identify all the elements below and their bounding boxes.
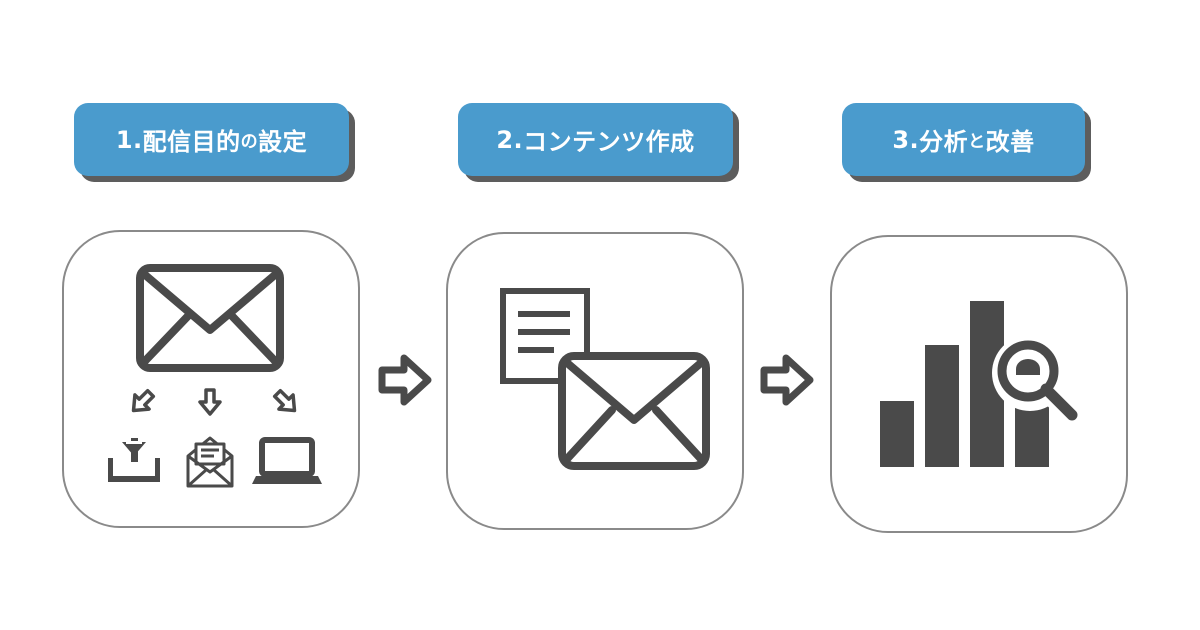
right-arrow-icon bbox=[378, 354, 432, 406]
step-1-number: 1. bbox=[115, 125, 143, 154]
step-1-particle: の bbox=[240, 132, 259, 152]
step-1-tail: 設定 bbox=[258, 128, 308, 156]
step-3-particle: と bbox=[968, 132, 986, 152]
arrow-down-right-icon bbox=[272, 388, 297, 413]
step-1-illustration bbox=[108, 264, 322, 488]
step-2-label: 2.コンテンツ作成 bbox=[458, 103, 733, 176]
step-2-number: 2. bbox=[496, 125, 524, 154]
step-2-illustration bbox=[500, 288, 710, 470]
step-1-text: 配信目的 bbox=[142, 128, 241, 156]
step-1-label: 1.配信目的の設定 bbox=[74, 103, 349, 176]
step-3-number: 3. bbox=[892, 125, 920, 154]
step-3-text: 分析 bbox=[919, 128, 969, 156]
step-2-card bbox=[446, 232, 744, 530]
envelope-icon bbox=[558, 352, 710, 470]
laptop-icon bbox=[252, 437, 322, 484]
step-3-card bbox=[830, 235, 1128, 533]
open-mail-icon bbox=[186, 436, 234, 488]
right-arrow-icon bbox=[760, 354, 814, 406]
step-3-label: 3.分析と改善 bbox=[842, 103, 1085, 176]
download-icon bbox=[108, 438, 160, 482]
step-1-card bbox=[62, 230, 360, 528]
envelope-icon bbox=[136, 264, 284, 372]
arrow-down-left-icon bbox=[131, 388, 156, 413]
arrow-down-icon bbox=[198, 388, 222, 416]
magnifier-icon bbox=[992, 335, 1083, 426]
step-2-text: コンテンツ作成 bbox=[523, 128, 695, 156]
step-3-illustration bbox=[880, 301, 1083, 467]
step-3-tail: 改善 bbox=[985, 128, 1035, 156]
